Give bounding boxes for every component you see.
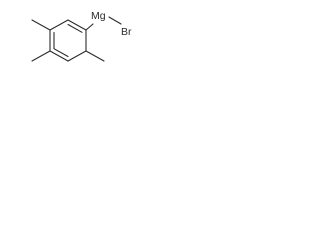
methyl-bond-lower-left [31,50,51,62]
ring-bond-top-right [67,19,87,31]
methyl-bond-lower-right [85,50,105,62]
carbon-magnesium-bond [85,23,94,31]
bromine-atom-label: Br [121,26,132,38]
benzene-ring [49,19,87,62]
magnesium-bromine-bond [108,16,122,25]
magnesium-atom-label: Mg [91,10,106,22]
chemical-structure-diagram: Mg Br [31,10,132,62]
ring-bond-bottom-left [49,50,69,62]
ring-bond-top-left [49,19,69,31]
ring-double-bond-bottom-left [53,48,69,58]
ring-bond-bottom-right [67,50,87,62]
ring-double-bond-top-right [67,23,83,33]
methyl-bond-upper-left [31,19,51,31]
